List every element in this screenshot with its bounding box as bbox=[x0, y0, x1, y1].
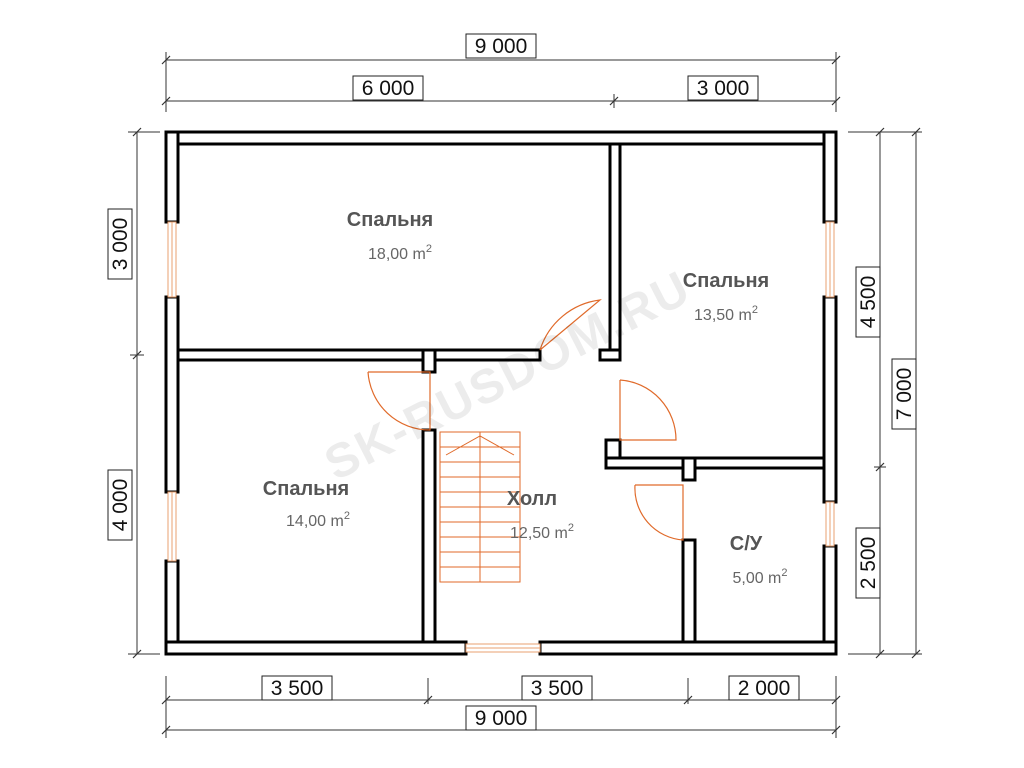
door-bedroom-3 bbox=[367, 371, 431, 431]
dimension-labels: 9 000 6 000 3 000 3 500 3 500 2 000 9 00… bbox=[107, 33, 917, 731]
room-name-hall: Холл bbox=[507, 488, 557, 510]
room-area-bathroom: 5,00 m2 bbox=[732, 567, 787, 587]
dim-right-total: 7 000 bbox=[893, 368, 916, 421]
room-name-bedroom-2: Спальня bbox=[683, 270, 769, 292]
room-area-bedroom-1: 18,00 m2 bbox=[368, 243, 432, 263]
room-name-bathroom: С/У bbox=[730, 533, 763, 555]
dim-right-bottom: 2 500 bbox=[857, 537, 880, 590]
dim-top-right: 3 000 bbox=[697, 77, 750, 100]
dim-bottom-total: 9 000 bbox=[475, 707, 528, 730]
room-area-bedroom-3: 14,00 m2 bbox=[286, 510, 350, 530]
dim-bottom-c: 2 000 bbox=[738, 677, 791, 700]
room-area-bedroom-2: 13,50 m2 bbox=[694, 304, 758, 324]
doors bbox=[367, 299, 684, 541]
dimension-ticks bbox=[132, 55, 921, 735]
dim-bottom-a: 3 500 bbox=[271, 677, 324, 700]
door-bedroom-2 bbox=[619, 379, 677, 441]
room-labels: Спальня 18,00 m2 Спальня 13,50 m2 Спальн… bbox=[263, 209, 788, 587]
door-bedroom-1 bbox=[539, 299, 602, 351]
dim-right-top: 4 500 bbox=[857, 276, 880, 329]
windows bbox=[167, 221, 835, 653]
dim-bottom-b: 3 500 bbox=[531, 677, 584, 700]
staircase bbox=[439, 431, 521, 583]
dim-left-bottom: 4 000 bbox=[109, 479, 132, 532]
dim-top-total: 9 000 bbox=[475, 35, 528, 58]
door-bathroom bbox=[634, 484, 684, 541]
room-name-bedroom-3: Спальня bbox=[263, 478, 349, 500]
dim-left-top: 3 000 bbox=[109, 218, 132, 271]
dim-top-left: 6 000 bbox=[362, 77, 415, 100]
room-area-hall: 12,50 m2 bbox=[510, 522, 574, 542]
room-name-bedroom-1: Спальня bbox=[347, 209, 433, 231]
